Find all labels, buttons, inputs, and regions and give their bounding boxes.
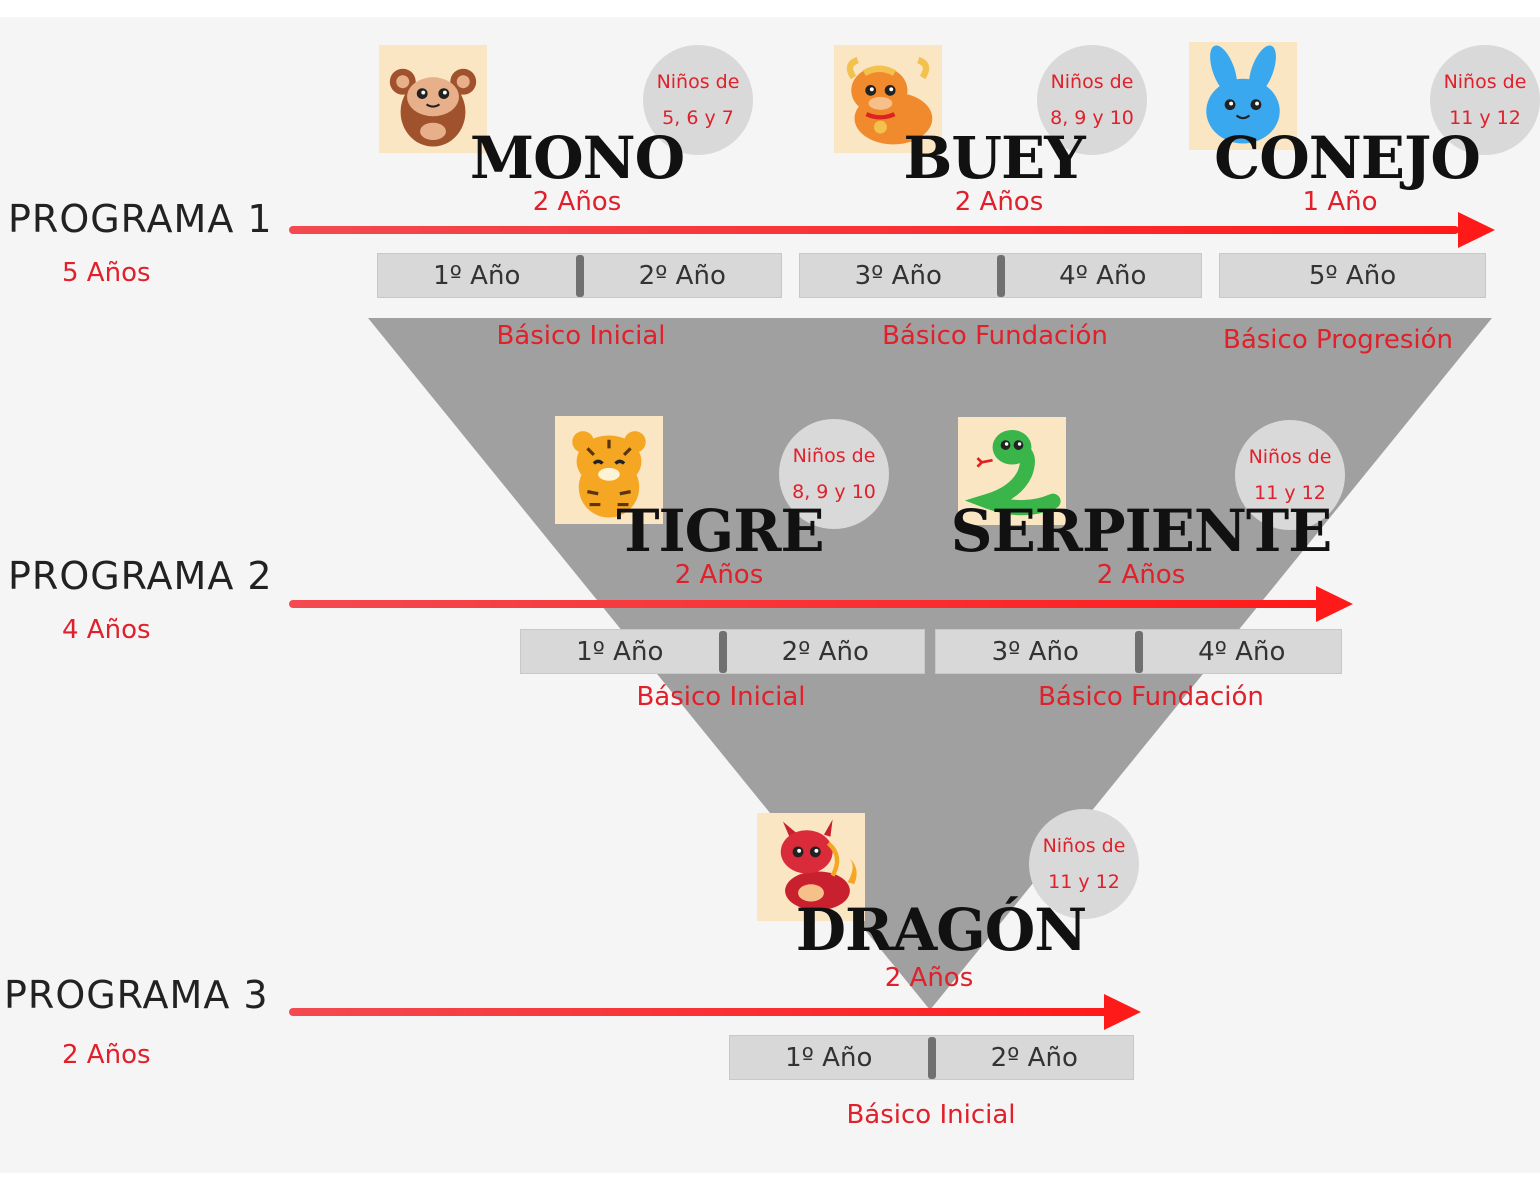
program-1-title: PROGRAMA 1 xyxy=(8,197,273,241)
conejo-age-badge: Niños de 11 y 12 xyxy=(1430,45,1540,155)
p1-level-inicial: Básico Inicial xyxy=(496,321,666,351)
p2-year-4: 4º Año xyxy=(1198,636,1286,667)
year-divider xyxy=(575,254,584,297)
p2-block-tigre: 1º Año 2º Año xyxy=(520,629,925,674)
year-divider xyxy=(927,1036,936,1079)
p1-year-4: 4º Año xyxy=(1059,260,1147,291)
p3-level-inicial: Básico Inicial xyxy=(846,1100,1016,1130)
serpiente-title: SERPIENTE xyxy=(950,497,1333,565)
program-2-title: PROGRAMA 2 xyxy=(8,554,273,598)
monkey-icon xyxy=(379,45,487,153)
p3-year-2: 2º Año xyxy=(990,1042,1078,1073)
diagram-canvas: PROGRAMA 1 5 Años PROGRAMA 2 4 Años PROG… xyxy=(0,17,1540,1173)
conejo-age-line1: Niños de xyxy=(1443,71,1527,93)
p1-year-5: 5º Año xyxy=(1308,260,1397,291)
tigre-age-badge: Niños de 8, 9 y 10 xyxy=(779,419,889,529)
program-3-arrow xyxy=(289,994,1141,1030)
p2-level-inicial: Básico Inicial xyxy=(636,682,806,712)
program-1-duration: 5 Años xyxy=(62,258,151,288)
tiger-icon xyxy=(555,416,663,524)
program-2-arrow xyxy=(289,586,1353,622)
tigre-years: 2 Años xyxy=(674,560,764,590)
dragon-years: 2 Años xyxy=(884,963,974,993)
p2-year-3: 3º Año xyxy=(991,636,1079,667)
serpiente-age-line2: 11 y 12 xyxy=(1254,482,1326,504)
p1-year-1: 1º Año xyxy=(433,260,521,291)
serpiente-age-badge: Niños de 11 y 12 xyxy=(1235,420,1345,530)
program-3-title: PROGRAMA 3 xyxy=(4,973,269,1017)
program-2-duration: 4 Años xyxy=(62,615,151,645)
dragon-age-line1: Niños de xyxy=(1042,835,1126,857)
tigre-title: TIGRE xyxy=(616,497,824,565)
buey-age-line2: 8, 9 y 10 xyxy=(1050,107,1134,129)
year-divider xyxy=(996,254,1005,297)
mono-age-badge: Niños de 5, 6 y 7 xyxy=(643,45,753,155)
buey-age-line1: Niños de xyxy=(1050,71,1134,93)
mono-title: MONO xyxy=(469,124,685,192)
conejo-title: CONEJO xyxy=(1214,124,1481,192)
tigre-age-line2: 8, 9 y 10 xyxy=(792,481,876,503)
program-3-duration: 2 Años xyxy=(62,1040,151,1070)
serpiente-age-line1: Niños de xyxy=(1248,446,1332,468)
p1-year-2: 2º Año xyxy=(638,260,726,291)
program-1-arrow xyxy=(289,212,1495,248)
year-divider xyxy=(718,630,727,673)
p1-block-mono: 1º Año 2º Año xyxy=(377,253,782,298)
timeline-arrows xyxy=(289,212,1495,1030)
rabbit-icon xyxy=(1189,42,1297,150)
p1-year-3: 3º Año xyxy=(854,260,942,291)
p2-year-2: 2º Año xyxy=(781,636,869,667)
p1-block-conejo: 5º Año xyxy=(1219,253,1486,298)
p3-block-dragon: 1º Año 2º Año xyxy=(729,1035,1134,1080)
buey-age-badge: Niños de 8, 9 y 10 xyxy=(1037,45,1147,155)
snake-icon xyxy=(958,417,1066,525)
p1-block-buey: 3º Año 4º Año xyxy=(799,253,1202,298)
p2-level-fundacion: Básico Fundación xyxy=(1038,682,1264,712)
dragon-icon xyxy=(757,813,865,921)
conejo-years: 1 Año xyxy=(1302,187,1378,217)
tigre-age-line1: Niños de xyxy=(792,445,876,467)
p3-year-1: 1º Año xyxy=(785,1042,873,1073)
p2-block-serpiente: 3º Año 4º Año xyxy=(935,629,1342,674)
dragon-age-line2: 11 y 12 xyxy=(1048,871,1120,893)
ox-icon xyxy=(834,45,942,153)
serpiente-years: 2 Años xyxy=(1096,560,1186,590)
mono-years: 2 Años xyxy=(532,187,622,217)
p2-year-1: 1º Año xyxy=(576,636,664,667)
buey-years: 2 Años xyxy=(954,187,1044,217)
mono-age-line1: Niños de xyxy=(656,71,740,93)
year-divider xyxy=(1134,630,1143,673)
conejo-age-line2: 11 y 12 xyxy=(1449,107,1521,129)
mono-age-line2: 5, 6 y 7 xyxy=(662,107,734,129)
buey-title: BUEY xyxy=(903,124,1085,192)
p1-level-progresion: Básico Progresión xyxy=(1222,325,1454,355)
dragon-title: DRAGÓN xyxy=(795,896,1088,964)
dragon-age-badge: Niños de 11 y 12 xyxy=(1029,809,1139,919)
p1-level-fundacion: Básico Fundación xyxy=(882,321,1108,351)
